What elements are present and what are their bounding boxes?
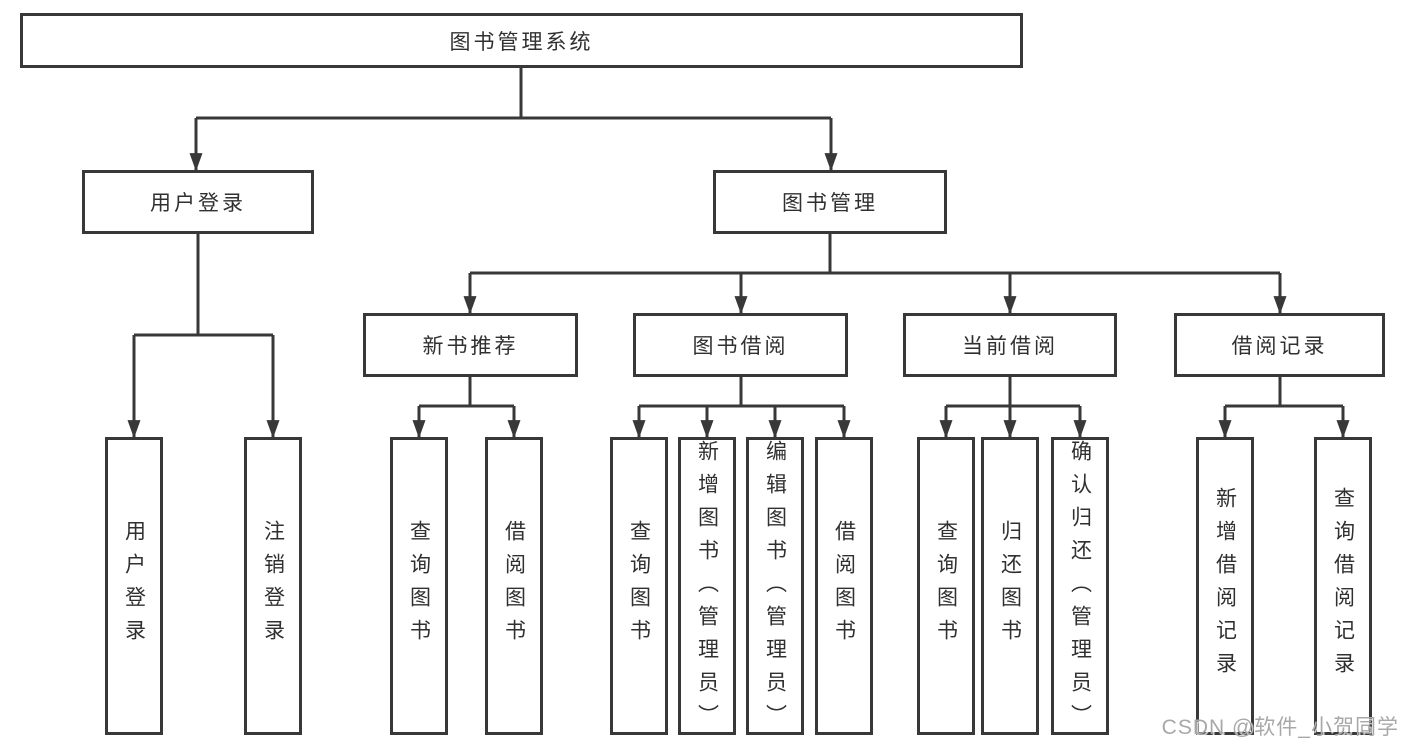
- leaf-query-borrow-record-label: 查询借阅记录: [1331, 487, 1355, 685]
- leaf-query-books-recommend-label: 查询图书: [407, 520, 431, 652]
- leaf-query-books-recommend: 查询图书: [390, 437, 448, 735]
- leaf-borrow-books: 借阅图书: [815, 437, 873, 735]
- node-user-login: 用户登录: [82, 170, 314, 234]
- leaf-edit-books-admin-label: 编辑图书（管理员）: [763, 440, 787, 737]
- edge-current-borrow-branch: [946, 377, 1080, 408]
- edge-borrow-records-branch: [1225, 377, 1343, 408]
- node-new-book-recommend: 新书推荐: [363, 313, 578, 377]
- leaf-add-borrow-record: 新增借阅记录: [1196, 437, 1254, 735]
- node-book-borrow: 图书借阅: [633, 313, 848, 377]
- leaf-query-books-current-label: 查询图书: [934, 520, 958, 652]
- leaf-user-login: 用户登录: [105, 437, 163, 735]
- leaf-query-books-borrow-label: 查询图书: [627, 520, 651, 652]
- edge-new-book-branch: [419, 377, 514, 408]
- csdn-watermark: CSDN @软件_小贺同学: [1161, 716, 1399, 739]
- leaf-return-books: 归还图书: [981, 437, 1039, 735]
- leaf-edit-books-admin: 编辑图书（管理员）: [746, 437, 804, 737]
- leaf-return-books-label: 归还图书: [998, 520, 1022, 652]
- leaf-query-books-borrow: 查询图书: [610, 437, 668, 735]
- node-borrow-records: 借阅记录: [1174, 313, 1385, 377]
- leaf-logout-label: 注销登录: [261, 520, 285, 652]
- leaf-confirm-return-admin: 确认归还（管理员）: [1051, 437, 1109, 737]
- edge-book-management-branch: [470, 234, 1280, 275]
- leaf-query-borrow-record: 查询借阅记录: [1314, 437, 1372, 735]
- leaf-logout: 注销登录: [244, 437, 302, 735]
- leaf-add-borrow-record-label: 新增借阅记录: [1213, 487, 1237, 685]
- edge-book-borrow-branch: [639, 377, 844, 408]
- leaf-borrow-books-recommend: 借阅图书: [485, 437, 543, 735]
- node-library-management-system: 图书管理系统: [20, 13, 1023, 68]
- node-current-borrow: 当前借阅: [903, 313, 1117, 377]
- leaf-add-books-admin-label: 新增图书（管理员）: [695, 440, 719, 737]
- leaf-borrow-books-recommend-label: 借阅图书: [502, 520, 526, 652]
- leaf-add-books-admin: 新增图书（管理员）: [678, 437, 736, 737]
- node-book-management: 图书管理: [713, 170, 947, 234]
- edge-root-branch: [196, 68, 831, 120]
- edge-user-login-branch: [134, 234, 273, 337]
- leaf-query-books-current: 查询图书: [917, 437, 975, 735]
- leaf-borrow-books-label: 借阅图书: [832, 520, 856, 652]
- leaf-user-login-label: 用户登录: [122, 520, 146, 652]
- leaf-confirm-return-admin-label: 确认归还（管理员）: [1068, 440, 1092, 737]
